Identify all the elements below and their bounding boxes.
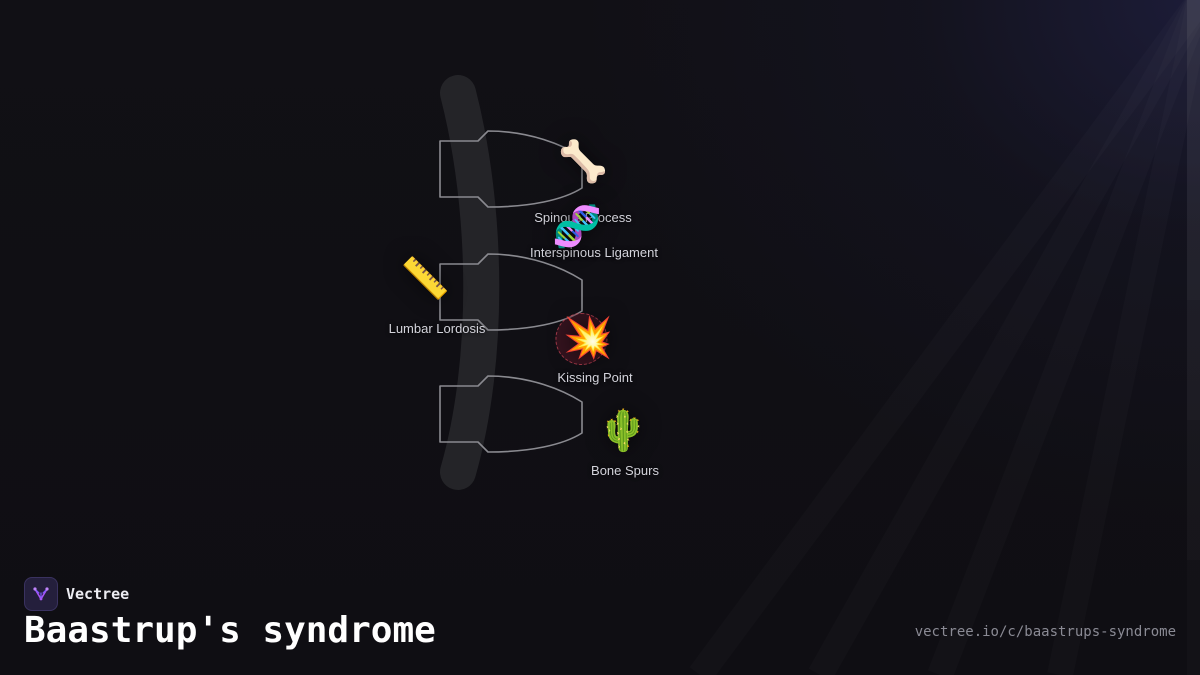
node-bone-spurs[interactable]: 🌵 Bone Spurs [591, 407, 659, 478]
node-label: Lumbar Lordosis [388, 321, 486, 336]
page-url[interactable]: vectree.io/c/baastrups-syndrome [914, 624, 1176, 640]
vertebra-lower [439, 375, 583, 453]
brand-name: Vectree [66, 585, 130, 603]
node-label: Bone Spurs [591, 463, 659, 478]
node-label: Spinous Process [534, 210, 632, 225]
ruler-icon: 📏 [400, 256, 450, 302]
dna-icon: 🧬 [552, 204, 602, 250]
vectree-logo-icon [24, 577, 58, 611]
node-spinous-process[interactable]: 🦴 Spinous Process [534, 138, 632, 225]
bone-icon: 🦴 [558, 139, 608, 185]
node-label: Interspinous Ligament [530, 245, 658, 260]
vertebra-middle [439, 253, 583, 331]
node-kissing-point[interactable]: 💥 Kissing Point [555, 313, 633, 385]
node-lumbar-lordosis[interactable]: 📏 Lumbar Lordosis [389, 255, 486, 336]
vertebra-upper [439, 130, 583, 208]
cactus-icon: 🌵 [598, 408, 648, 454]
kissing-point-highlight [555, 313, 607, 365]
brand: Vectree [24, 577, 129, 611]
collision-icon: 💥 [563, 315, 613, 361]
node-interspinous-ligament[interactable]: 🧬 Interspinous Ligament [530, 203, 658, 260]
node-label: Kissing Point [557, 370, 633, 385]
page-title: Baastrup's syndrome [24, 610, 436, 651]
